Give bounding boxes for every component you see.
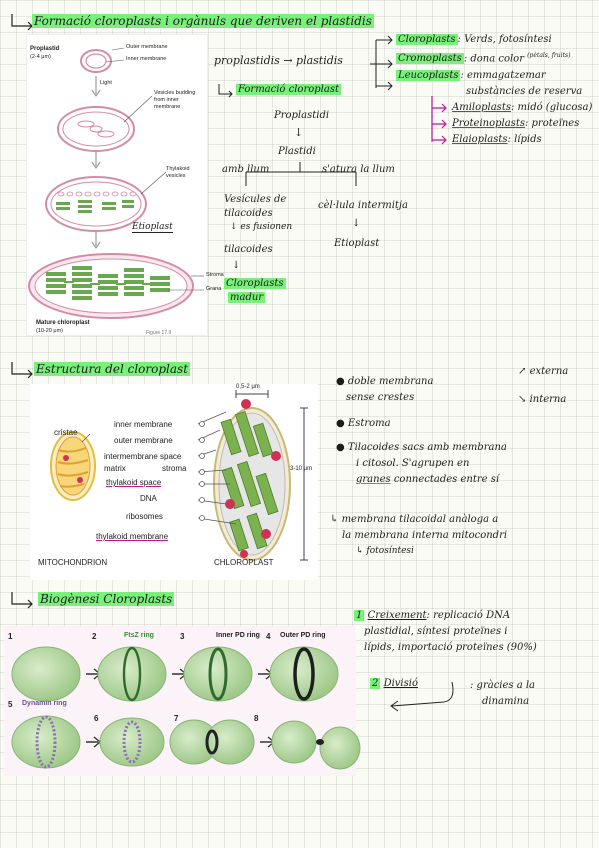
note-divisio-text-1: : gràcies a la bbox=[470, 680, 536, 691]
down-arrow-icon: ↓ bbox=[352, 218, 361, 229]
note-estroma: ● Estroma bbox=[336, 418, 391, 429]
note-satura-llum: s'atura la llum bbox=[322, 164, 395, 175]
figure-plastid-drawing bbox=[28, 47, 204, 319]
label-inner-membrane-2: inner membrane bbox=[114, 420, 173, 429]
step-number: 6 bbox=[94, 714, 99, 723]
note-interna: ↘ interna bbox=[518, 394, 567, 405]
label-outer-membrane: Outer membrane bbox=[126, 44, 168, 50]
label-thylakoid-vesicles: Thylakoid vesicles bbox=[166, 166, 190, 179]
label-mitochondrion: MITOCHONDRION bbox=[38, 558, 108, 567]
note-leucoplasts: Leucoplasts: emmagatzemar bbox=[396, 70, 546, 81]
label-thylakoid-space: thylakoid space bbox=[106, 478, 162, 487]
note-tilacoides-2: i citosol. S'agrupen en bbox=[356, 458, 470, 469]
label-matrix: matrix bbox=[104, 464, 126, 473]
note-etioplast-2: Etioplast bbox=[334, 238, 380, 249]
note-doble-membrana: ● doble membrana bbox=[336, 376, 434, 387]
label-ribosomes: ribosomes bbox=[126, 512, 163, 521]
down-arrow-icon: ↓ bbox=[232, 260, 241, 271]
label-stroma-2: stroma bbox=[162, 464, 187, 473]
step-number: 3 bbox=[180, 632, 185, 641]
arrow-icon bbox=[218, 84, 233, 98]
note-tilacoides-2: tilacoides bbox=[224, 244, 273, 255]
note-amiloplasts: Amiloplasts: midó (glucosa) bbox=[452, 102, 593, 113]
label-light: Light bbox=[100, 80, 112, 86]
arrow-icon bbox=[11, 362, 33, 379]
step-number: 8 bbox=[254, 714, 259, 723]
label-proplastid-size: (2-4 μm) bbox=[30, 54, 51, 60]
label-mature-size: (10-20 μm) bbox=[36, 328, 64, 334]
label-outer-pd-ring: Outer PD ring bbox=[280, 632, 326, 639]
note-cloroplasts: Cloroplasts: Verds, fotosíntesi bbox=[396, 34, 552, 45]
label-dynamin-ring: Dynamin ring bbox=[22, 700, 67, 707]
label-vesicles-budding: Vesicles budding from inner membrane bbox=[154, 90, 196, 110]
note-divisio-text-2: dinamina bbox=[482, 696, 530, 707]
label-proplastid: Proplastid bbox=[30, 46, 60, 52]
figure-mito-chloro-drawing bbox=[50, 390, 308, 561]
step-number: 5 bbox=[8, 700, 13, 709]
note-membrana-2: la membrana interna mitocondri bbox=[342, 530, 508, 541]
note-tilacoides-1: ● Tilacoides sacs amb membrana bbox=[336, 442, 507, 453]
note-proplastidi: Proplastidi bbox=[274, 110, 330, 121]
note-plastidi: Plastidi bbox=[278, 146, 316, 157]
label-thylakoid-membrane: thylakoid membrane bbox=[96, 532, 169, 541]
label-inner-membrane: Inner membrane bbox=[126, 56, 167, 62]
label-height: 3-10 μm bbox=[290, 466, 313, 472]
section-heading-estructura: Estructura del cloroplast bbox=[34, 362, 191, 376]
note-leucoplasts-2: substàncies de reserva bbox=[466, 86, 583, 97]
note-externa: ↗ externa bbox=[518, 366, 569, 377]
label-inner-pd-ring: Inner PD ring bbox=[216, 632, 260, 639]
section-heading-formacio: Formació cloroplasts i orgànuls que deri… bbox=[32, 14, 374, 28]
bracket-plastids bbox=[370, 35, 393, 91]
label-chloroplast: CHLOROPLAST bbox=[214, 558, 274, 567]
note-tilacoides: tilacoides bbox=[224, 208, 273, 219]
label-figure-number: Figure 17.9 bbox=[146, 330, 172, 336]
note-proplastidis: proplastidis → plastidis bbox=[214, 54, 343, 67]
note-creixement-2: plastidial, síntesi proteïnes i bbox=[364, 626, 508, 637]
note-proteinoplasts: Proteinoplasts: proteïnes bbox=[452, 118, 580, 129]
bracket-leucoplasts bbox=[431, 96, 447, 145]
figure-division-drawing bbox=[11, 646, 361, 770]
bracket-divisio bbox=[390, 681, 454, 712]
step-number: 2 bbox=[92, 632, 97, 641]
arrow-icon bbox=[11, 592, 33, 609]
label-ftsz-ring: FtsZ ring bbox=[124, 632, 154, 639]
note-creixement: 1 Creixement: replicació DNA bbox=[354, 610, 511, 621]
label-cristae: cristae bbox=[54, 428, 78, 437]
label-mature-chloroplast: Mature chloroplast bbox=[36, 320, 90, 326]
note-etioplast: Etioplast bbox=[132, 222, 173, 233]
step-number: 1 bbox=[8, 632, 13, 641]
label-dna: DNA bbox=[140, 494, 157, 503]
note-membrana-3: ↳ fotosíntesi bbox=[356, 546, 414, 556]
note-formacio-cloroplast: Formació cloroplast bbox=[236, 84, 341, 95]
note-tilacoides-3: granes connectades entre sí bbox=[356, 474, 500, 485]
note-divisio: 2 Divisió bbox=[370, 678, 418, 689]
label-outer-membrane-2: outer membrane bbox=[114, 436, 173, 445]
label-grana: Grana bbox=[206, 286, 222, 292]
label-stroma: Stroma bbox=[206, 272, 224, 278]
label-intermembrane-space: intermembrane space bbox=[104, 452, 182, 461]
note-madur: madur bbox=[228, 292, 266, 303]
note-cellula-intermitja: cèl·lula intermitja bbox=[318, 200, 408, 211]
branch-lines bbox=[245, 162, 357, 186]
label-width: 0,5-2 μm bbox=[236, 384, 260, 390]
down-arrow-icon: ↓ bbox=[294, 126, 304, 139]
note-vesicules: Vesícules de bbox=[224, 194, 287, 205]
note-elaioplasts: Elaioplasts: lípids bbox=[452, 134, 542, 145]
note-cloroplasts-madur: Cloroplasts bbox=[224, 278, 286, 289]
step-number: 7 bbox=[174, 714, 179, 723]
note-amb-llum: amb llum bbox=[222, 164, 270, 175]
note-es-fusionen: ↓ es fusionen bbox=[230, 222, 293, 232]
step-number: 4 bbox=[266, 632, 271, 641]
note-sense-crestes: sense crestes bbox=[346, 392, 415, 403]
section-heading-biogenesi: Biogènesi Cloroplasts bbox=[38, 592, 175, 606]
note-membrana-1: ↳ membrana tilacoidal anàloga a bbox=[330, 514, 499, 525]
note-creixement-3: lípids, importació proteïnes (90%) bbox=[364, 642, 537, 653]
note-cromoplasts: Cromoplasts: dona color (pètals, fruits) bbox=[396, 52, 571, 65]
